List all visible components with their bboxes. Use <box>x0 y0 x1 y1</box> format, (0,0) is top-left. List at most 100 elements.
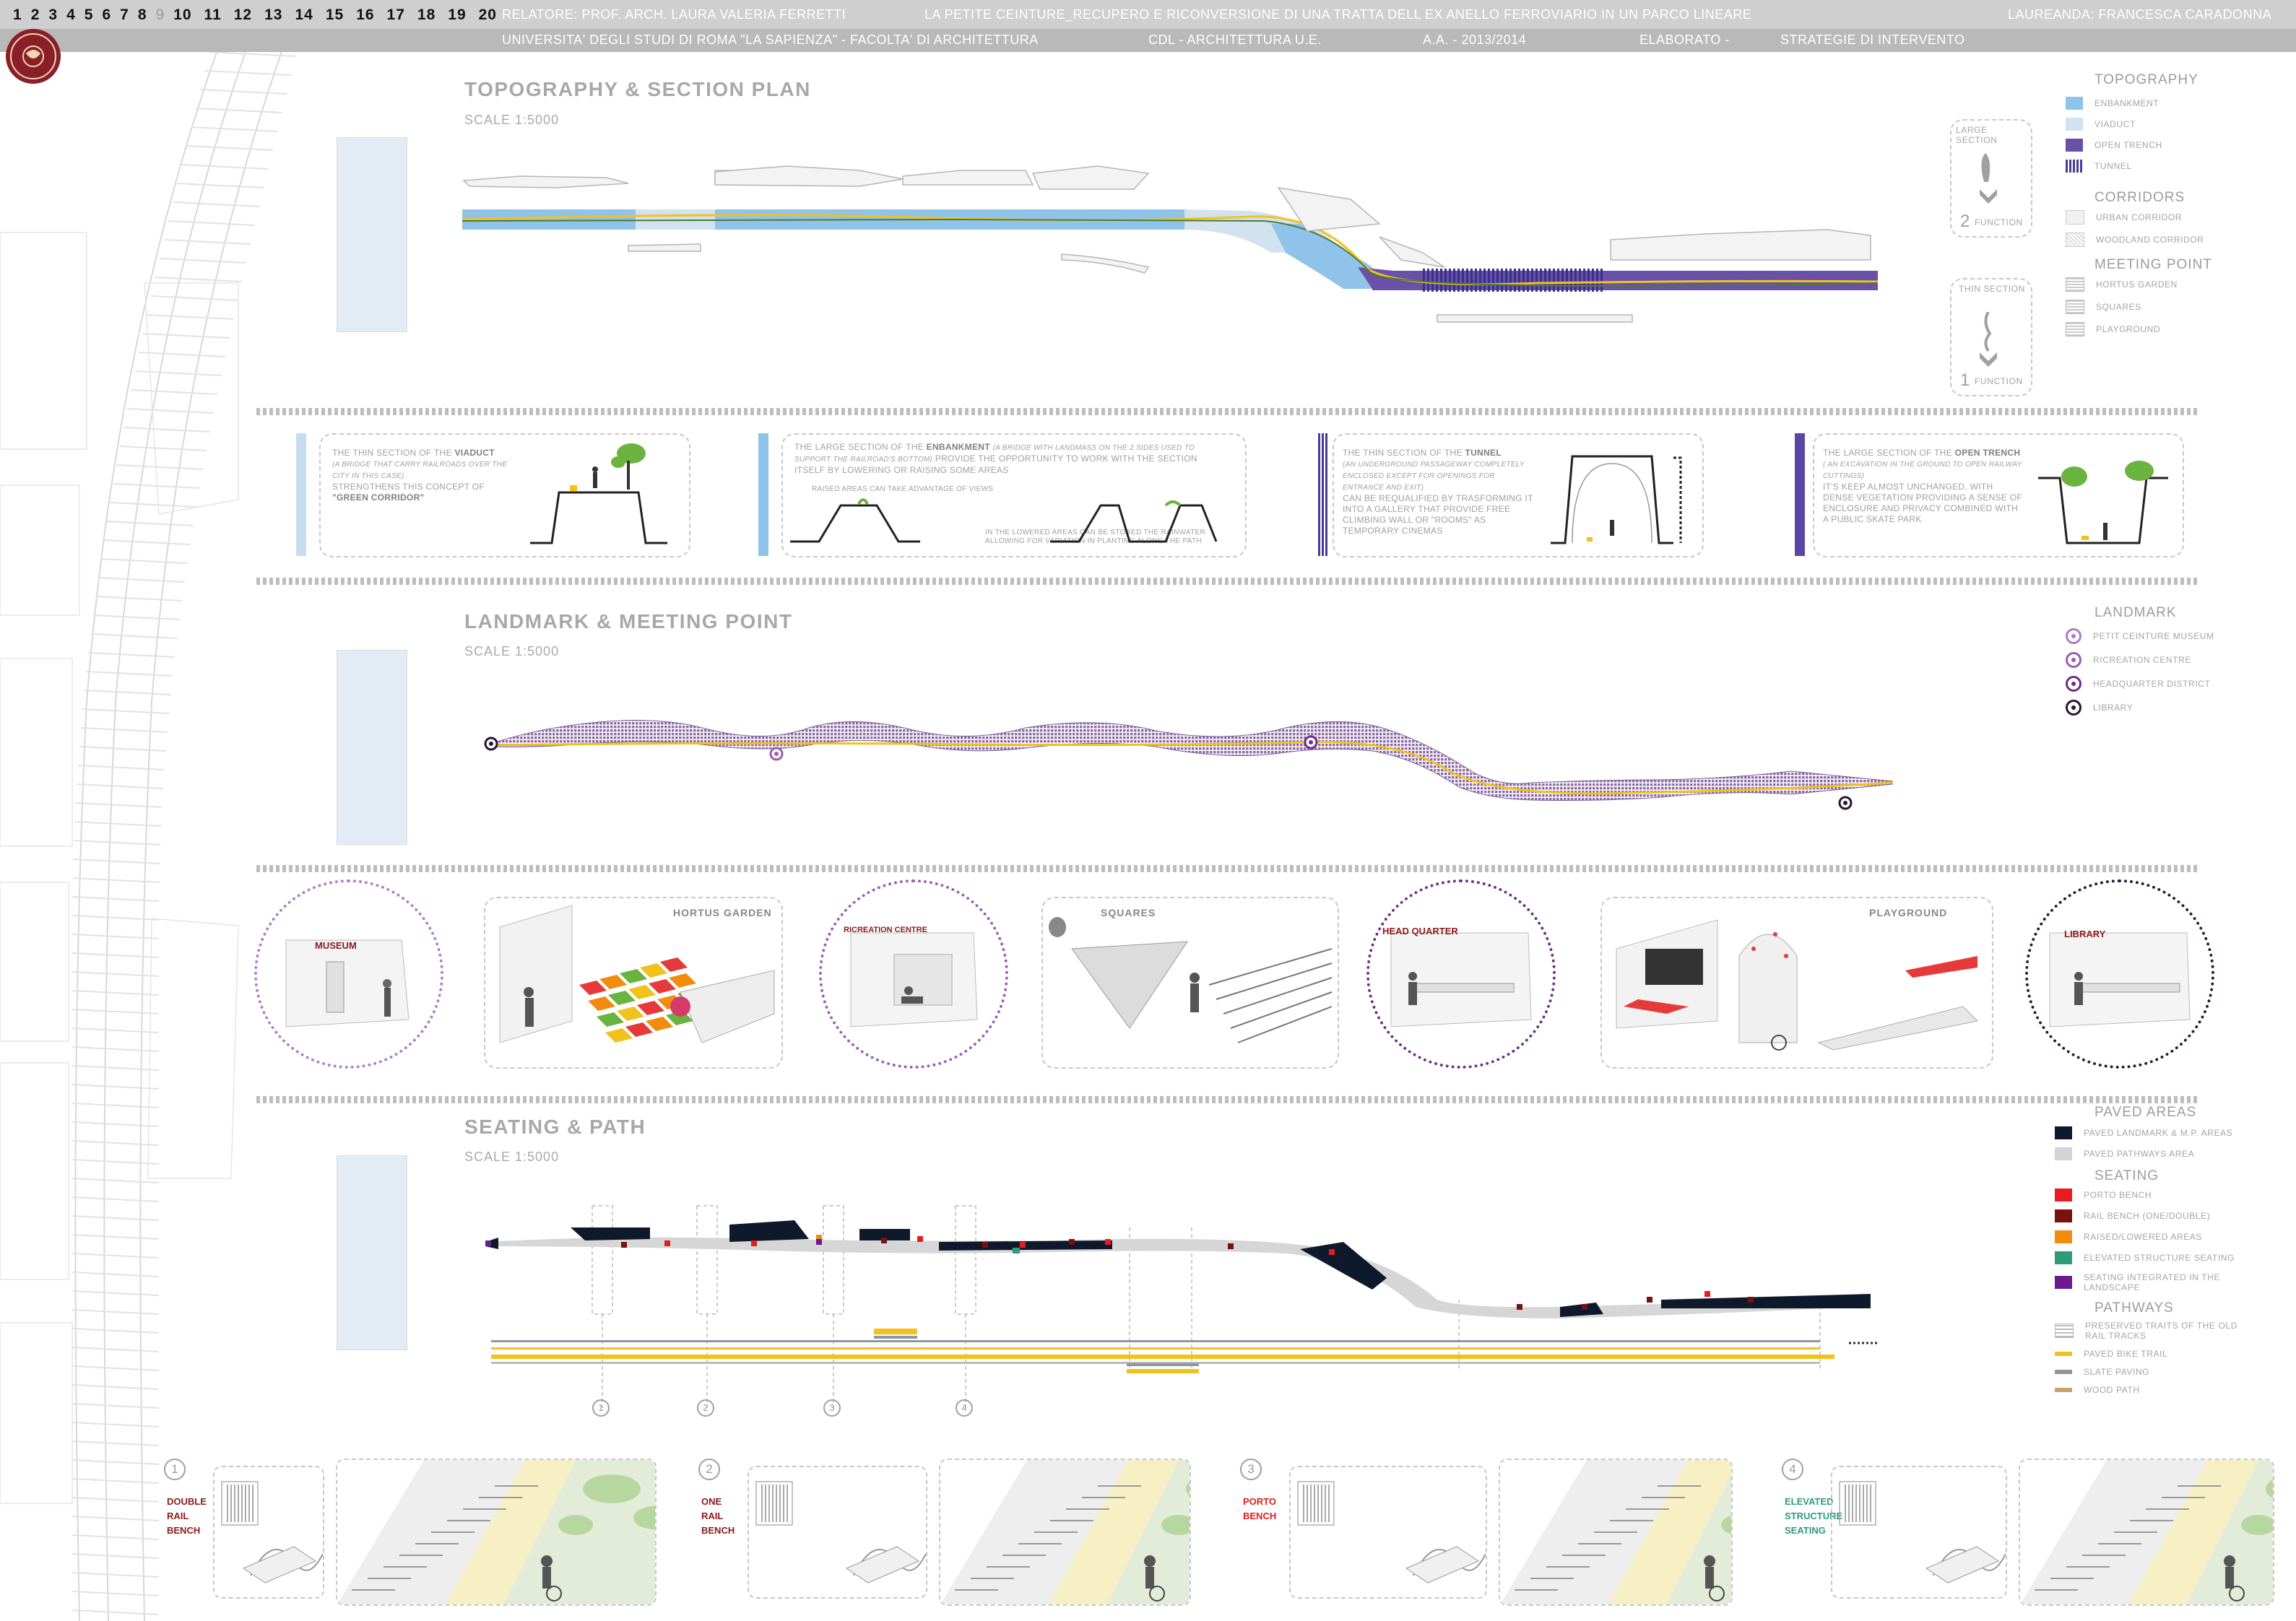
legend-seating-swatch <box>2055 1188 2072 1201</box>
header-bar-top <box>0 0 2296 29</box>
page-number-10[interactable]: 10 <box>173 6 192 23</box>
page-number-17[interactable]: 17 <box>386 6 405 23</box>
page-number-20[interactable]: 20 <box>478 6 497 23</box>
legend-meeting-item: SQUARES <box>2066 300 2289 314</box>
page-number-12[interactable]: 12 <box>233 6 253 23</box>
legend-seating-item: RAIL BENCH (ONE/DOUBLE) <box>2055 1209 2293 1222</box>
marker-3: 3 <box>823 1399 841 1417</box>
legend-seating-item: RAISED/LOWERED AREAS <box>2055 1230 2293 1243</box>
page-number-1[interactable]: 1 <box>13 6 22 23</box>
page-number-3[interactable]: 3 <box>48 6 59 23</box>
bench-render <box>2019 1459 2274 1606</box>
header-bar-bottom <box>0 29 2296 52</box>
bench-render <box>939 1459 1191 1606</box>
page-number-19[interactable]: 19 <box>448 6 467 23</box>
vignettes-row: MUSEUM HORTUS GARDEN RICREATION CENTRE S… <box>254 879 2276 1069</box>
paved-pathway <box>485 1237 1827 1318</box>
legend-topo-item: ENBANKMENT <box>2066 97 2289 110</box>
legend-seating-label: RAIL BENCH (ONE/DOUBLE) <box>2084 1211 2211 1221</box>
card-trench: THE LARGE SECTION OF THE OPEN TRENCH( AN… <box>1813 433 2184 557</box>
vignette-hortus-garden: HORTUS GARDEN <box>484 897 783 1069</box>
seat-marker <box>982 1242 988 1248</box>
bench-drawing <box>1289 1466 1487 1599</box>
page-number-13[interactable]: 13 <box>264 6 283 23</box>
topography-title: TOPOGRAPHY & SECTION PLAN <box>464 78 811 100</box>
embankment-curve <box>1271 224 1372 289</box>
seat-marker <box>1013 1248 1020 1253</box>
seat-marker <box>816 1239 822 1245</box>
tema: STRATEGIE DI INTERVENTO <box>1780 32 1965 47</box>
page-number-4[interactable]: 4 <box>66 6 76 23</box>
divider-1 <box>256 408 2199 415</box>
laureanda: LAUREANDA: FRANCESCA CARADONNA <box>2008 7 2272 22</box>
seat-marker <box>1228 1243 1234 1249</box>
legend-seating-item: PORTO BENCH <box>2055 1188 2293 1201</box>
seat-marker <box>621 1242 627 1248</box>
page-number-7[interactable]: 7 <box>120 6 129 23</box>
page-number-11[interactable]: 11 <box>204 6 222 23</box>
landmark-markers <box>484 735 1853 810</box>
vignette-museum: MUSEUM <box>254 879 443 1069</box>
vignette-headquarter: HEAD QUARTER <box>1366 879 1556 1069</box>
seat-marker <box>1647 1297 1652 1303</box>
page-number-2[interactable]: 2 <box>30 6 40 23</box>
legend-paved-item: PAVED PATHWAYS AREA <box>2055 1147 2293 1160</box>
legend-corridor-swatch <box>2066 232 2084 247</box>
legend-corridor-item: URBAN CORRIDOR <box>2066 210 2289 225</box>
bench-number: 2 <box>698 1459 720 1480</box>
page-number-16[interactable]: 16 <box>356 6 375 23</box>
vignette-library: LIBRARY <box>2025 879 2214 1069</box>
legend-landmark-title: LANDMARK <box>2094 605 2177 620</box>
seating-scale: SCALE 1:5000 <box>464 1150 560 1164</box>
seating-path-diagram <box>485 1205 1878 1408</box>
card-viaduct: THE THIN SECTION OF THE VIADUCT(A BRIDGE… <box>319 433 690 557</box>
legend-landmark-swatch <box>2066 700 2081 716</box>
landmark-title: LANDMARK & MEETING POINT <box>464 610 793 633</box>
landmark-hatch-band <box>490 720 1893 801</box>
card-bar-embankment <box>758 433 768 556</box>
legend-paved-title: PAVED AREAS <box>2094 1105 2197 1120</box>
thin-section-indicator: THIN SECTION 1 FUNCTION <box>1950 278 2032 396</box>
legend-seating-label: SEATING INTEGRATED IN THE LANDSCAPE <box>2084 1272 2221 1292</box>
university: UNIVERSITA' DEGLI STUDI DI ROMA "LA SAPI… <box>502 32 1039 47</box>
legend-topo-label: OPEN TRENCH <box>2094 140 2162 150</box>
legend-path-label: PRESERVED TRAITS OF THE OLD RAIL TRACKS <box>2085 1321 2237 1341</box>
bike-trail-line <box>462 214 1879 286</box>
legend-path-title: PATHWAYS <box>2094 1300 2174 1316</box>
seat-marker <box>881 1238 887 1243</box>
page-number-6[interactable]: 6 <box>102 6 112 23</box>
legend-paved-swatch <box>2055 1147 2072 1160</box>
legend-meeting-item: PLAYGROUND <box>2066 322 2289 336</box>
legend-paved-label: PAVED LANDMARK & M.P. AREAS <box>2084 1128 2233 1138</box>
page-number-9[interactable]: 9 <box>155 6 165 23</box>
legend-topo-label: TUNNEL <box>2094 161 2132 171</box>
page-number-15[interactable]: 15 <box>325 6 345 23</box>
seat-marker <box>816 1235 822 1240</box>
bench-number: 4 <box>1782 1459 1803 1480</box>
legend-topo-title: TOPOGRAPHY <box>2094 72 2198 87</box>
legend-corridor-label: WOODLAND CORRIDOR <box>2096 235 2204 245</box>
legend-landmark-item: HEADQUARTER DISTRICT <box>2066 676 2289 692</box>
legend-topo-swatch <box>2066 118 2083 131</box>
page-number-8[interactable]: 8 <box>137 6 147 23</box>
legend-landmark-swatch <box>2066 676 2081 692</box>
legend-meeting-swatch <box>2066 277 2084 292</box>
page-number-5[interactable]: 5 <box>84 6 94 23</box>
topography-section-plan <box>462 165 1879 323</box>
seat-marker <box>1748 1297 1754 1303</box>
university-seal <box>0 0 72 84</box>
legend-corridor-swatch <box>2066 210 2084 225</box>
page-number-14[interactable]: 14 <box>295 6 313 23</box>
seat-marker <box>1517 1304 1522 1310</box>
page-number-18[interactable]: 18 <box>417 6 436 23</box>
legend-path-swatch <box>2055 1352 2072 1356</box>
relatore: RELATORE: PROF. ARCH. LAURA VALERIA FERR… <box>502 7 846 22</box>
